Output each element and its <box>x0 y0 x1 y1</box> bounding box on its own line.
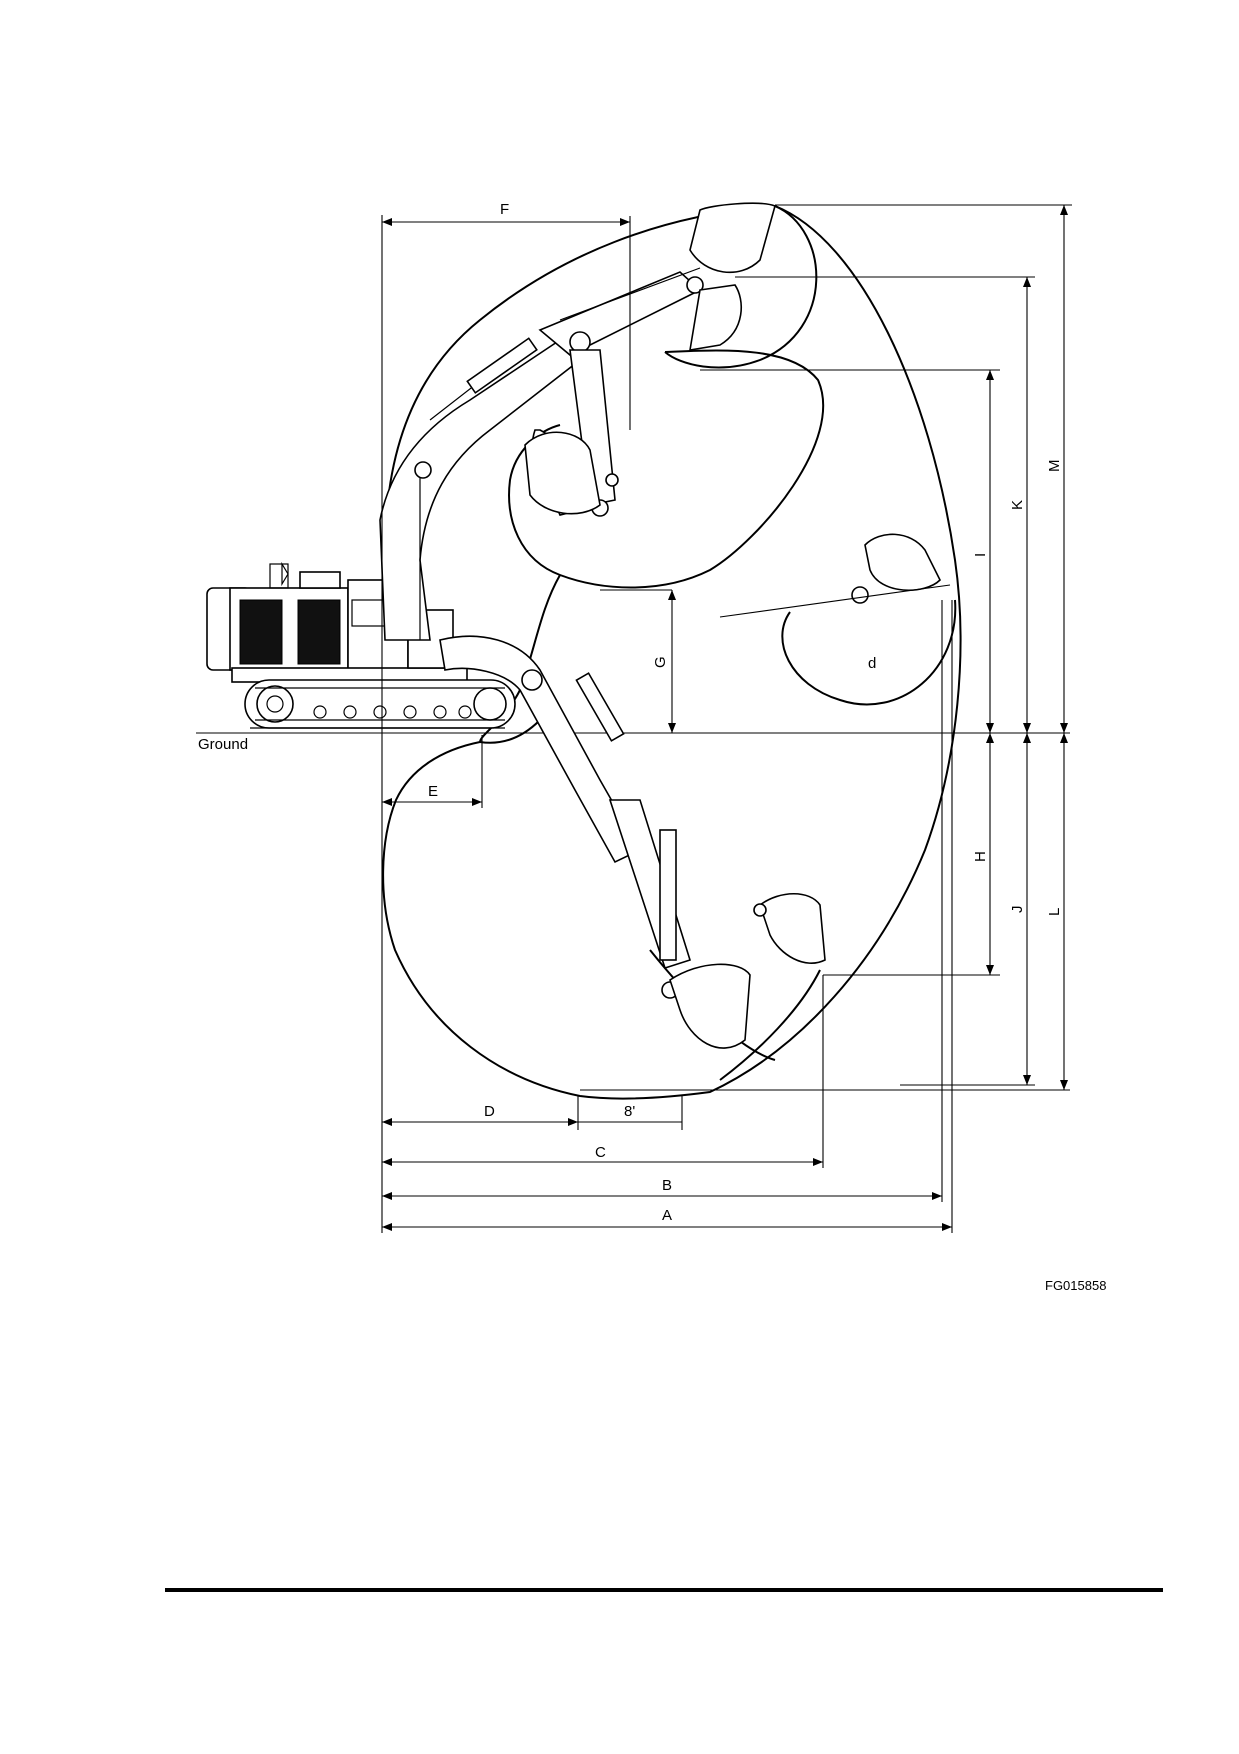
dimension-labels: A B C D 8' E F G H I J K L M <box>428 201 1063 1224</box>
figure-id: FG015858 <box>1045 1278 1106 1293</box>
label-I: I <box>972 553 989 557</box>
label-C: C <box>595 1144 606 1161</box>
label-K: K <box>1009 500 1026 510</box>
ground-label: Ground <box>198 736 248 753</box>
label-d: d <box>868 655 876 672</box>
label-B: B <box>662 1177 672 1194</box>
bucket-rotation-detail: d <box>719 533 957 706</box>
label-F: F <box>500 201 509 218</box>
horizontal-dimensions <box>381 215 1070 1233</box>
label-A: A <box>662 1207 672 1224</box>
label-J: J <box>1009 906 1026 914</box>
label-L: L <box>1046 908 1063 916</box>
vertical-dimensions <box>600 204 1072 1090</box>
label-8-prime: 8' <box>624 1103 635 1120</box>
label-E: E <box>428 783 438 800</box>
excavator-boom-raised <box>379 202 776 641</box>
label-M: M <box>1046 460 1063 473</box>
excavator-undercarriage <box>244 679 516 729</box>
bucket-upper-detail <box>524 431 601 515</box>
excavator-upper-structure <box>206 561 468 683</box>
label-G: G <box>652 656 669 668</box>
excavator-boom-lowered <box>439 635 826 1049</box>
label-H: H <box>972 851 989 862</box>
label-D: D <box>484 1103 495 1120</box>
